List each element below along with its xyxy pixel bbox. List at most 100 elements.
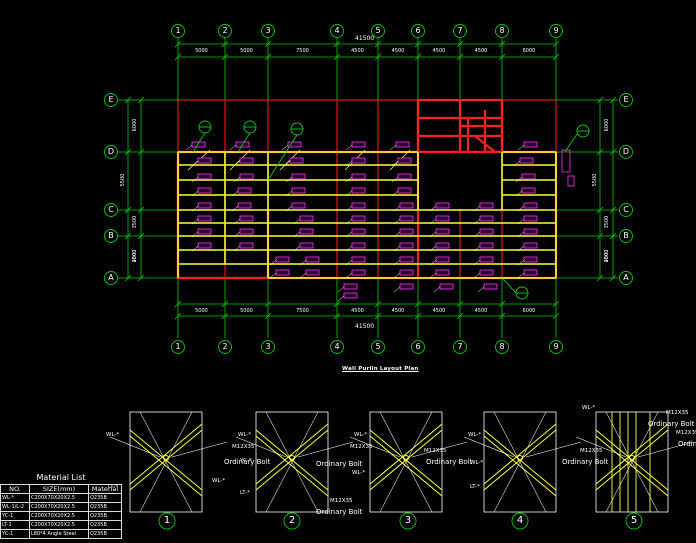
- left-span-dim: 6000: [132, 118, 138, 132]
- left-span-dim: 5500: [120, 173, 126, 187]
- grid-bubble-right-A: A: [623, 273, 629, 282]
- right-span-dim: 6000: [604, 118, 610, 132]
- grid-bubble-top-9: 9: [553, 26, 559, 35]
- bottom-span-dim: 6000: [522, 308, 536, 314]
- grid-bubble-bottom-3: 3: [265, 342, 271, 351]
- detail-label: WL-*: [582, 405, 596, 411]
- detail-label: YC-*: [240, 458, 252, 464]
- detail-label: WL-*: [352, 470, 366, 476]
- grid-bubble-top-1: 1: [175, 26, 181, 35]
- bottom-span-dim: 7500: [296, 308, 309, 314]
- table-cell: C200X70X20X2.5: [29, 493, 89, 503]
- bottom-span-dim: 5000: [240, 308, 253, 314]
- grid-bubble-right-E: E: [623, 95, 629, 104]
- table-cell: C200X70X20X2.5: [29, 511, 89, 521]
- left-span-dim: 3500: [132, 215, 138, 229]
- grid-bubble-bottom-8: 8: [499, 342, 505, 351]
- grid-bubble-top-4: 4: [334, 26, 340, 35]
- overall-width-top: 41500: [355, 35, 375, 42]
- detail-label: WL-*: [470, 460, 484, 466]
- grid-bubble-top-7: 7: [457, 26, 463, 35]
- detail-label: WL-*: [468, 432, 482, 438]
- detail-label: M12X35: [424, 448, 447, 454]
- detail-label: LT-*: [240, 490, 250, 496]
- top-span-dim: 4500: [474, 48, 488, 54]
- grid-bubble-top-2: 2: [222, 26, 228, 35]
- grid-bubble-bottom-4: 4: [334, 342, 340, 351]
- detail-label: M12X35: [676, 430, 696, 436]
- grid-bubble-right-D: D: [622, 147, 630, 156]
- material-list-title: Material List: [36, 473, 86, 482]
- table-cell: LT-1: [0, 520, 30, 530]
- detail-label: M12X35: [350, 444, 373, 450]
- grid-bubble-top-3: 3: [265, 26, 271, 35]
- grid-bubble-top-8: 8: [499, 26, 505, 35]
- table-cell: Q235B: [88, 520, 122, 530]
- table-cell: Q235B: [88, 502, 122, 512]
- detail-label: WL-*: [238, 432, 252, 438]
- detail-label: Ordinary Bolt: [426, 458, 473, 466]
- table-cell: Q235B: [88, 529, 122, 539]
- connection-details: [109, 411, 694, 530]
- grid-bubble-left-C: C: [108, 205, 114, 214]
- grid-bubble-right-C: C: [623, 205, 629, 214]
- detail-number-2: 2: [288, 515, 296, 526]
- bottom-span-dim: 4500: [351, 308, 364, 314]
- top-span-dim: 4500: [351, 48, 364, 54]
- top-span-dim: 4500: [391, 48, 405, 54]
- detail-number-3: 3: [404, 515, 412, 526]
- detail-label: WL-*: [354, 432, 368, 438]
- top-span-dim: 7500: [296, 48, 309, 54]
- detail-label: Ordinary Bolt: [562, 458, 609, 466]
- table-cell: WL-*: [0, 493, 30, 503]
- table-cell: C200X70X20X2.5: [29, 502, 89, 512]
- right-span-dim: 4500: [604, 249, 610, 263]
- table-cell: L80*4 Angle Steel: [29, 529, 89, 539]
- plan-title: Wall Purlin Layout Plan: [342, 366, 419, 372]
- top-span-dim: 5000: [195, 48, 208, 54]
- detail-label: WL-*: [106, 432, 120, 438]
- grid-bubble-bottom-5: 5: [375, 342, 381, 351]
- grid-bubble-bottom-2: 2: [222, 342, 228, 351]
- grid-bubble-left-D: D: [107, 147, 115, 156]
- grid-bubble-left-B: B: [108, 231, 114, 240]
- detail-5: [575, 411, 694, 530]
- detail-number-4: 4: [516, 515, 524, 526]
- material-table-header: NO.SIZE(mm)Material: [0, 484, 122, 494]
- detail-label: M12X35: [580, 448, 603, 454]
- top-span-dim: 6000: [522, 48, 536, 54]
- detail-label: M12X35: [666, 410, 689, 416]
- detail-label: Ordinary Bolt: [316, 460, 363, 468]
- bottom-span-dim: 5000: [195, 308, 208, 314]
- detail-2: [235, 411, 354, 530]
- grid-bubble-left-E: E: [108, 95, 114, 104]
- table-cell: WL-1/L-2: [0, 502, 30, 512]
- detail-label: WL-*: [212, 478, 226, 484]
- grid-bubble-bottom-9: 9: [553, 342, 559, 351]
- grid-bubble-top-5: 5: [375, 26, 381, 35]
- detail-label: Ordinary Bolt: [316, 508, 363, 516]
- detail-1: [109, 411, 228, 530]
- detail-label: Ordinary Bolt: [678, 440, 696, 448]
- detail-label: M12X35: [232, 444, 255, 450]
- detail-label: M12X35: [330, 498, 353, 504]
- grid-bubble-bottom-7: 7: [457, 342, 463, 351]
- top-span-dim: 4500: [432, 48, 446, 54]
- detail-number-5: 5: [630, 515, 638, 526]
- left-span-dim: 4500: [132, 249, 138, 263]
- wall-purlin-layout-plan: [118, 38, 618, 338]
- table-cell: YC-1: [0, 529, 30, 539]
- grid-bubble-bottom-1: 1: [175, 342, 181, 351]
- right-span-dim: 5500: [592, 173, 598, 187]
- right-span-dim: 3500: [604, 215, 610, 229]
- header-cell: SIZE(mm): [29, 484, 89, 494]
- grid-bubble-top-6: 6: [415, 26, 421, 35]
- table-cell: YC-1: [0, 511, 30, 521]
- detail-4: [463, 411, 582, 530]
